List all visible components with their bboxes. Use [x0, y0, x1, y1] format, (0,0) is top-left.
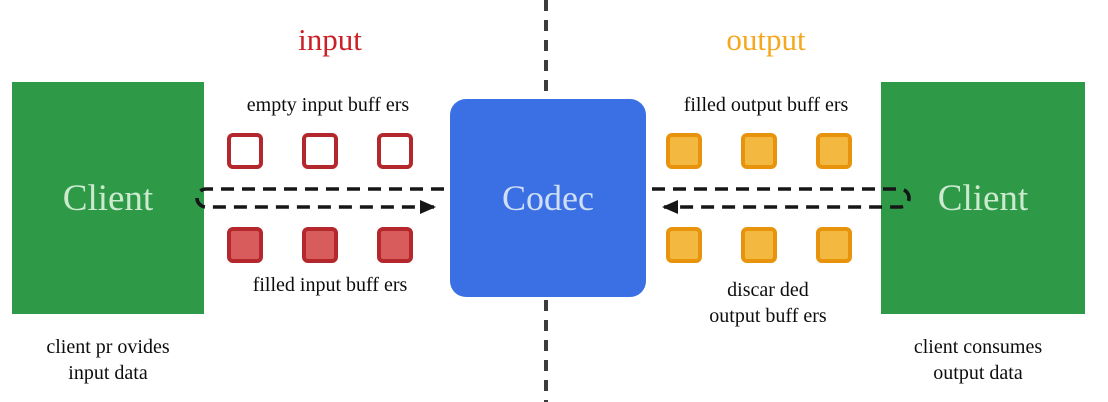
right-caption-line1: client consumes: [913, 336, 1043, 358]
filled-input-buffers-row: [227, 227, 413, 263]
discarded-output-buffers-row: [666, 227, 852, 263]
left-caption-line2: input data: [68, 362, 148, 384]
right-caption-line2: output data: [933, 362, 1023, 384]
discarded-label-line2: output buff ers: [709, 305, 827, 327]
filled-output-buffer-square: [741, 133, 777, 169]
discarded-output-buffer-square: [816, 227, 852, 263]
left-client-caption: client pr ovides input data: [0, 334, 218, 386]
discarded-output-buffer-square: [666, 227, 702, 263]
codec-label: Codec: [502, 178, 594, 218]
filled-input-buffer-square: [302, 227, 338, 263]
left-client-box: Client: [12, 82, 204, 314]
output-section-title: output: [726, 22, 806, 57]
empty-input-buffer-square: [377, 133, 413, 169]
filled-output-buffer-square: [666, 133, 702, 169]
discarded-label-line1: discar ded: [727, 279, 809, 301]
empty-input-buffer-square: [302, 133, 338, 169]
empty-input-buffer-square: [227, 133, 263, 169]
empty-input-buffers-row: [227, 133, 413, 169]
right-client-caption: client consumes output data: [866, 334, 1090, 386]
left-caption-line1: client pr ovides: [46, 336, 170, 358]
left-client-label: Client: [62, 177, 154, 219]
codec-box: Codec: [450, 99, 646, 297]
input-cycle-arrow: [195, 187, 444, 214]
filled-output-buffer-square: [816, 133, 852, 169]
filled-output-buffers-row: [666, 133, 852, 169]
filled-input-buffers-label: filled input buff ers: [252, 274, 408, 296]
filled-input-buffer-square: [377, 227, 413, 263]
input-section-title: input: [298, 22, 362, 57]
filled-input-buffer-square: [227, 227, 263, 263]
discarded-output-buffer-square: [741, 227, 777, 263]
discarded-output-buffers-label: discar ded output buff ers: [658, 277, 878, 329]
right-client-box: Client: [881, 82, 1085, 314]
right-client-label: Client: [937, 177, 1029, 219]
filled-output-buffers-label: filled output buff ers: [683, 94, 849, 116]
empty-input-buffers-label: empty input buff ers: [246, 94, 410, 116]
output-cycle-arrow: [652, 187, 911, 214]
